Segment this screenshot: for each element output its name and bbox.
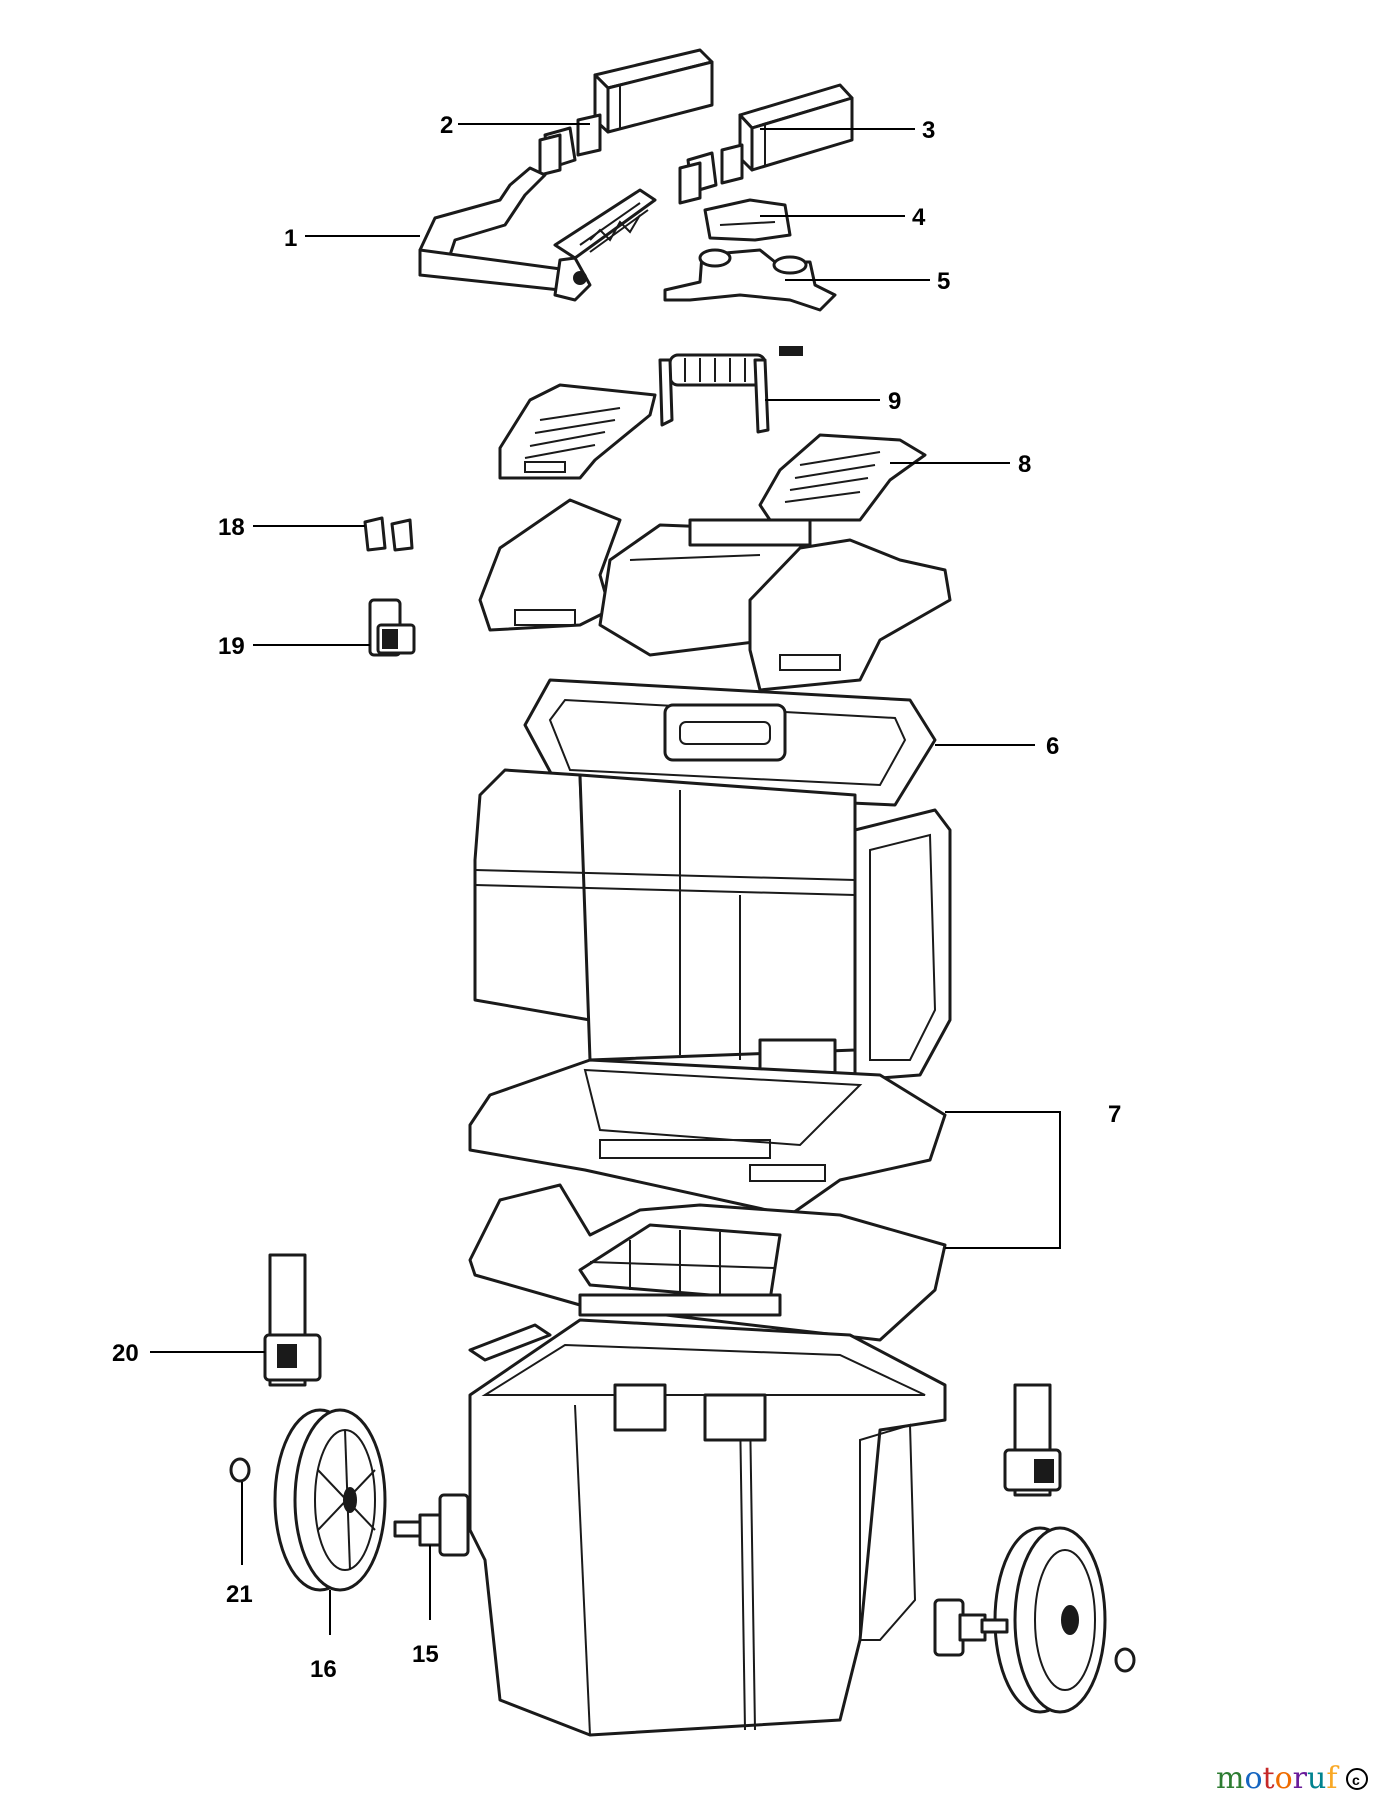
top-organizer-lid: [478, 498, 952, 692]
lower-bin: [468, 1318, 947, 1737]
wheel-left: [273, 1408, 387, 1592]
wheel-right: [993, 1526, 1107, 1714]
callout-16: 16: [310, 1656, 337, 1683]
axle-right: [933, 1598, 1009, 1657]
axle-nut-right: [1114, 1647, 1136, 1673]
callout-6: 6: [1046, 733, 1059, 760]
watermark-letter: m: [1216, 1761, 1244, 1796]
callout-7: 7: [1108, 1101, 1121, 1128]
axle-left: [393, 1493, 470, 1557]
inner-organizer-tray: [468, 1183, 947, 1342]
wheel-bracket-right: [1003, 1383, 1062, 1497]
callout-1: 1: [284, 225, 297, 252]
callout-19: 19: [218, 633, 245, 660]
latch-assembly: [368, 598, 416, 657]
copyright-badge-letter: c: [1352, 1772, 1360, 1788]
handle-clamp: [703, 198, 792, 242]
callout-21: 21: [226, 1581, 253, 1608]
callout-8: 8: [1018, 451, 1031, 478]
copyright-badge: [1346, 1768, 1368, 1790]
watermark-letter: r: [1293, 1761, 1308, 1796]
leader-lines: [150, 123, 1061, 1635]
watermark-letter: f: [1326, 1761, 1339, 1796]
upper-box-body: [473, 768, 952, 1087]
removable-tray: [523, 678, 937, 807]
handle-tube-left: [538, 48, 714, 177]
callout-2: 2: [440, 112, 453, 139]
lid-carry-handle: [658, 346, 803, 434]
callout-5: 5: [937, 268, 950, 295]
callouts: 1 2 3 4 5 6 7 8 9 15 16 18 19 20 21: [112, 112, 1121, 1683]
wheel-bracket-left: [263, 1253, 322, 1387]
watermark-letter: u: [1307, 1761, 1326, 1796]
callout-15: 15: [412, 1641, 439, 1668]
divider-lid: [468, 1058, 947, 1217]
watermark-letter: t: [1263, 1761, 1275, 1796]
handle-base-bracket: [663, 248, 837, 312]
callout-3: 3: [922, 117, 935, 144]
lid-cover-right: [758, 433, 927, 522]
watermark-letter: o: [1244, 1761, 1262, 1796]
callout-18: 18: [218, 514, 245, 541]
handle-tube-right: [678, 83, 854, 205]
callout-20: 20: [112, 1340, 139, 1367]
lid-cover-left: [498, 383, 657, 480]
callout-4: 4: [912, 204, 926, 231]
handle-grip: [418, 166, 657, 302]
axle-nut-left: [229, 1457, 251, 1483]
latch-clip: [363, 516, 414, 552]
watermark-letter: o: [1275, 1761, 1293, 1796]
svg-text:motoruf: motoruf: [1216, 1761, 1339, 1796]
watermark-logo: motoruf c: [1216, 1761, 1368, 1796]
callout-9: 9: [888, 388, 901, 415]
